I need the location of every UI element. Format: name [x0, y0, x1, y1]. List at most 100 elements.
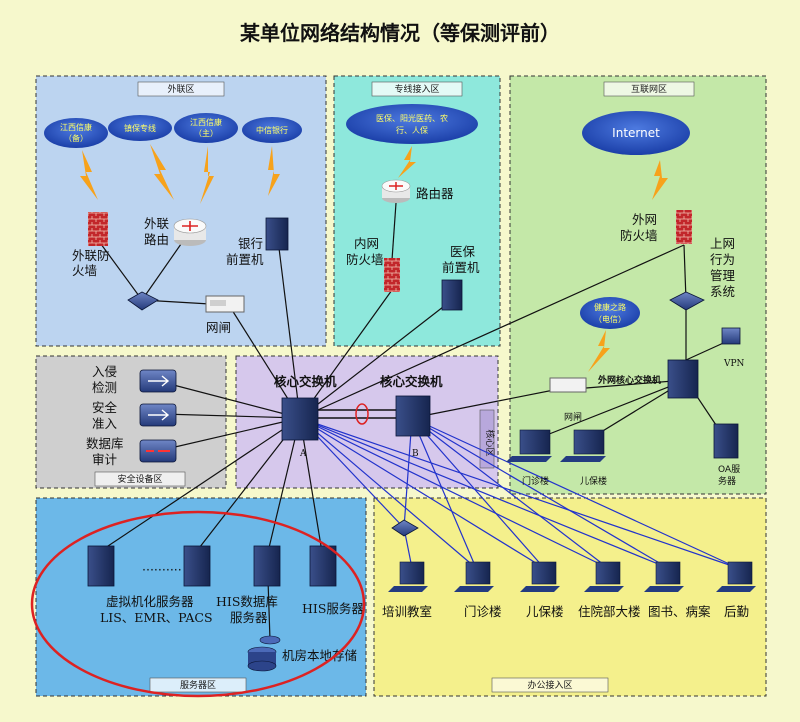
svg-text:数据库: 数据库 — [86, 436, 124, 451]
svg-text:儿保楼: 儿保楼 — [526, 604, 564, 619]
svg-text:防火墙: 防火墙 — [620, 228, 658, 243]
lightning-icon — [150, 144, 174, 200]
svg-text:门诊楼: 门诊楼 — [464, 604, 502, 619]
dots-separator: ·········· — [142, 562, 182, 577]
lightning-links-external — [80, 144, 280, 204]
svg-text:健康之路: 健康之路 — [594, 302, 626, 312]
oa-server: OA服 务器 — [713, 423, 740, 487]
server-icon — [87, 545, 115, 587]
workstation-icon — [465, 561, 491, 585]
cloud-jx-backup: 江西信康 （备） — [44, 118, 108, 148]
svg-text:入侵: 入侵 — [92, 364, 117, 379]
workstation-icon — [655, 561, 681, 585]
svg-text:务器: 务器 — [718, 475, 736, 487]
ext-switch — [127, 291, 159, 311]
office-switch — [391, 519, 419, 537]
svg-text:（备）: （备） — [64, 133, 88, 143]
zone-server-label: 服务器区 — [180, 679, 216, 691]
zone-external-tag — [137, 81, 225, 97]
svg-text:A: A — [299, 449, 307, 459]
switch-icon — [127, 291, 159, 311]
core-switch-a: 核心交换机 A — [274, 374, 337, 459]
dedicated-router: 路由器 — [381, 179, 454, 203]
svg-text:江西信康: 江西信康 — [60, 122, 92, 132]
svg-text:LIS、EMR、PACS: LIS、EMR、PACS — [100, 610, 213, 625]
zone-office — [373, 497, 767, 697]
svg-text:住院部大楼: 住院部大楼 — [578, 604, 641, 619]
net-gateway-2: 网闸 — [549, 377, 587, 423]
svg-text:中信银行: 中信银行 — [256, 125, 288, 135]
ext-router: 外联 路由 — [144, 216, 207, 247]
svg-text:行为: 行为 — [710, 252, 735, 267]
firewall-icon — [384, 258, 400, 292]
lightning-icon — [398, 146, 416, 178]
svg-text:B: B — [412, 449, 419, 459]
firewall-icon — [676, 210, 692, 244]
office-library: 图书、病案 — [644, 561, 711, 619]
net-gateway: 网闸 — [205, 295, 245, 335]
svg-text:门诊楼: 门诊楼 — [522, 475, 549, 487]
svg-text:OA服: OA服 — [718, 464, 740, 475]
svg-text:后勤: 后勤 — [724, 604, 749, 619]
switch-icon — [669, 291, 705, 311]
svg-text:检测: 检测 — [92, 380, 117, 395]
office-inpatient: 住院部大楼 — [578, 561, 641, 619]
svg-text:镇保专线: 镇保专线 — [124, 123, 156, 133]
behavior-mgmt: 上网 行为 管理 系统 — [669, 236, 736, 311]
svg-text:（主）: （主） — [194, 128, 218, 138]
blue-links — [299, 417, 739, 569]
svg-text:核心交换机: 核心交换机 — [274, 374, 337, 389]
switch-icon — [667, 359, 699, 399]
his-server: HIS服务器 — [302, 545, 364, 616]
medical-frontend: 医保 前置机 — [441, 244, 480, 311]
svg-text:行、人保: 行、人保 — [396, 125, 428, 135]
zone-security-tag — [94, 471, 186, 487]
svg-text:前置机: 前置机 — [226, 252, 264, 267]
lightning-icon — [268, 146, 280, 196]
svg-text:银行: 银行 — [238, 236, 263, 251]
cloud-internet: Internet — [582, 111, 690, 155]
zone-security — [35, 355, 227, 489]
workstation-icon — [595, 561, 621, 585]
db-audit: 数据库 审计 — [86, 436, 177, 467]
office-logistics: 后勤 — [716, 561, 756, 619]
outer-firewall: 外网 防火墙 — [620, 210, 692, 244]
svg-text:外网: 外网 — [632, 212, 657, 227]
zone-security-label: 安全设备区 — [117, 473, 162, 485]
svg-text:江西信康: 江西信康 — [190, 117, 222, 127]
storage-icon — [247, 660, 277, 672]
cloud-jx-main: 江西信康 （主） — [174, 113, 238, 143]
security-access: 安全 准入 — [92, 400, 177, 431]
zone-internet-label: 互联网区 — [631, 84, 667, 95]
server-icon — [309, 545, 337, 587]
switch-icon — [281, 397, 319, 441]
zone-office-tag — [491, 677, 609, 693]
svg-text:火墙: 火墙 — [72, 263, 97, 278]
workstation-icon — [519, 429, 551, 455]
svg-text:HIS数据库: HIS数据库 — [216, 594, 278, 609]
zone-server — [35, 497, 367, 697]
zone-office-label: 办公接入区 — [527, 679, 572, 691]
svg-text:路由器: 路由器 — [416, 186, 454, 201]
server-icon — [253, 545, 281, 587]
office-outpatient: 门诊楼 — [454, 561, 502, 619]
svg-text:（电信）: （电信） — [594, 314, 626, 324]
server-icon — [265, 217, 289, 251]
server-icon — [713, 423, 739, 459]
svg-text:准入: 准入 — [92, 416, 118, 431]
svg-text:儿保楼: 儿保楼 — [580, 475, 607, 487]
highlight-ellipse — [30, 510, 366, 698]
zone-external — [35, 75, 327, 347]
svg-text:网闸: 网闸 — [206, 320, 231, 335]
office-training: 培训教室 — [382, 561, 432, 619]
workstation-icon — [531, 561, 557, 585]
svg-text:安全: 安全 — [92, 400, 118, 415]
zone-server-tag — [149, 677, 247, 693]
outpatient-small: 门诊楼 — [506, 429, 552, 487]
workstation-icon — [573, 429, 605, 455]
virt-server-2 — [183, 545, 211, 587]
ext-firewall: 外联防 火墙 — [72, 212, 110, 278]
zone-dedicated-label: 专线接入区 — [394, 83, 439, 95]
inner-firewall: 内网 防火墙 — [346, 236, 400, 292]
